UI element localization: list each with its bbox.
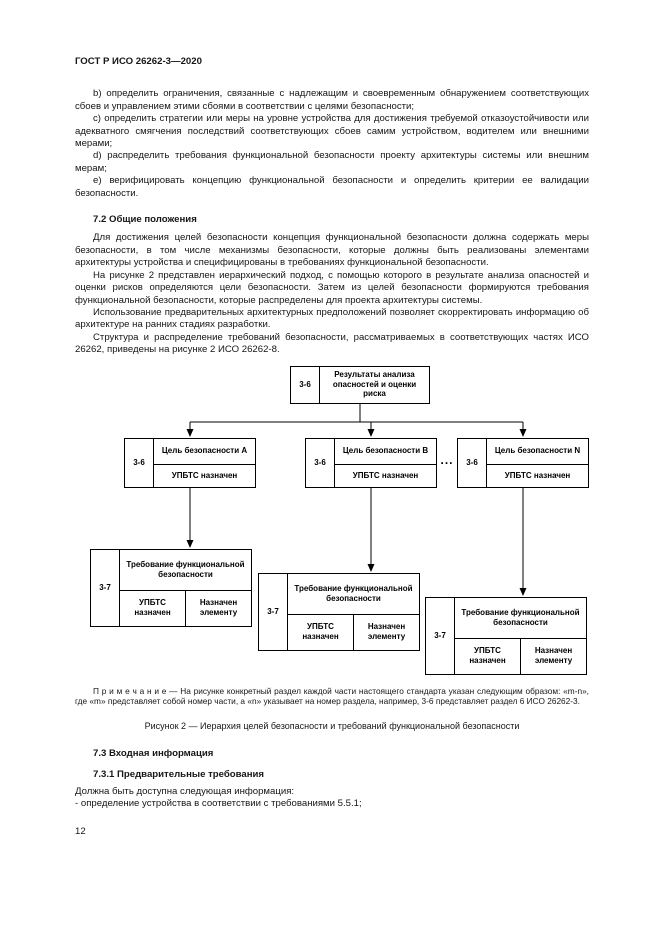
- clause-ref: 3-6: [291, 366, 320, 403]
- figure-caption: Рисунок 2 — Иерархия целей безопасности …: [144, 721, 520, 732]
- clause-ref: 3-6: [306, 438, 335, 487]
- running-header: ГОСТ Р ИСО 26262-3—2020: [75, 56, 202, 67]
- diagram-connectors: [186, 403, 527, 596]
- paragraph-72-1: Для достижения целей безопасности концеп…: [75, 232, 589, 269]
- box-label: Требование функциональной безопасности: [455, 598, 586, 639]
- paragraph-72-4: Структура и распределение требований без…: [75, 331, 589, 356]
- list-item-e: e) верифицировать концепцию функциональн…: [75, 175, 589, 199]
- box-label: Требование функциональной безопасности: [288, 574, 419, 615]
- diagram-box-fsr-1: 3-7 Требование функциональной безопаснос…: [90, 548, 252, 627]
- paragraph-72-3: Использование предварительных архитектур…: [75, 306, 589, 331]
- clause-ref: 3-7: [259, 573, 288, 650]
- list-item-b: b) определить ограничения, связанные с н…: [75, 88, 589, 112]
- figure-note: П р и м е ч а н и е — На рисунке конкрет…: [75, 685, 589, 707]
- diagram-box-fsr-2: 3-7 Требование функциональной безопаснос…: [258, 572, 420, 651]
- list-item-d: d) распределить требования функционально…: [75, 150, 589, 174]
- diagram-box-safety-goal-n: 3-6 Цель безопасности N УПБТС назначен: [457, 437, 589, 488]
- asil-label: УПБТС назначен: [120, 590, 186, 626]
- box-label: Результаты анализа опасностей и оценки р…: [332, 370, 417, 399]
- asil-label: УПБТС назначен: [288, 614, 354, 650]
- section-heading-7-3: 7.3 Входная информация: [93, 747, 214, 759]
- asil-label: УПБТС назначен: [455, 638, 521, 674]
- clause-ref: 3-7: [426, 597, 455, 674]
- asil-label: УПБТС назначен: [352, 470, 419, 480]
- clause-ref: 3-6: [125, 438, 154, 487]
- clause-ref: 3-7: [91, 549, 120, 626]
- paragraph-73-1: Должна быть доступна следующая информаци…: [75, 785, 295, 797]
- list-item-c: c) определить стратегии или меры на уров…: [75, 113, 589, 150]
- diagram-box-fsr-3: 3-7 Требование функциональной безопаснос…: [425, 596, 587, 675]
- allocation-label: Назначен элементу: [199, 598, 238, 618]
- diagram-box-hara-results: 3-6 Результаты анализа опасностей и оцен…: [290, 365, 430, 404]
- diagram-box-safety-goal-b: 3-6 Цель безопасности В УПБТС назначен: [305, 437, 437, 488]
- allocation-label: Назначен элементу: [534, 646, 573, 666]
- box-label: Цель безопасности N: [487, 439, 588, 465]
- allocation-label: Назначен элементу: [367, 622, 406, 642]
- box-label: Цель безопасности В: [335, 439, 436, 465]
- page-number: 12: [75, 826, 86, 838]
- section-heading-7-3-1: 7.3.1 Предварительные требования: [93, 769, 265, 781]
- diagram-box-safety-goal-a: 3-6 Цель безопасности А УПБТС назначен: [124, 437, 256, 488]
- ellipsis: ...: [440, 452, 454, 467]
- section-heading-7-2: 7.2 Общие положения: [93, 214, 197, 226]
- paragraph-72-2: На рисунке 2 представлен иерархический п…: [75, 269, 589, 306]
- paragraph-73-2: - определение устройства в соответствии …: [75, 797, 362, 809]
- asil-label: УПБТС назначен: [171, 470, 238, 480]
- box-label: Требование функциональной безопасности: [120, 550, 251, 591]
- box-label: Цель безопасности А: [154, 439, 255, 465]
- clause-ref: 3-6: [458, 438, 487, 487]
- figure-2-diagram: 3-6 Результаты анализа опасностей и оцен…: [75, 365, 589, 680]
- asil-label: УПБТС назначен: [504, 470, 571, 480]
